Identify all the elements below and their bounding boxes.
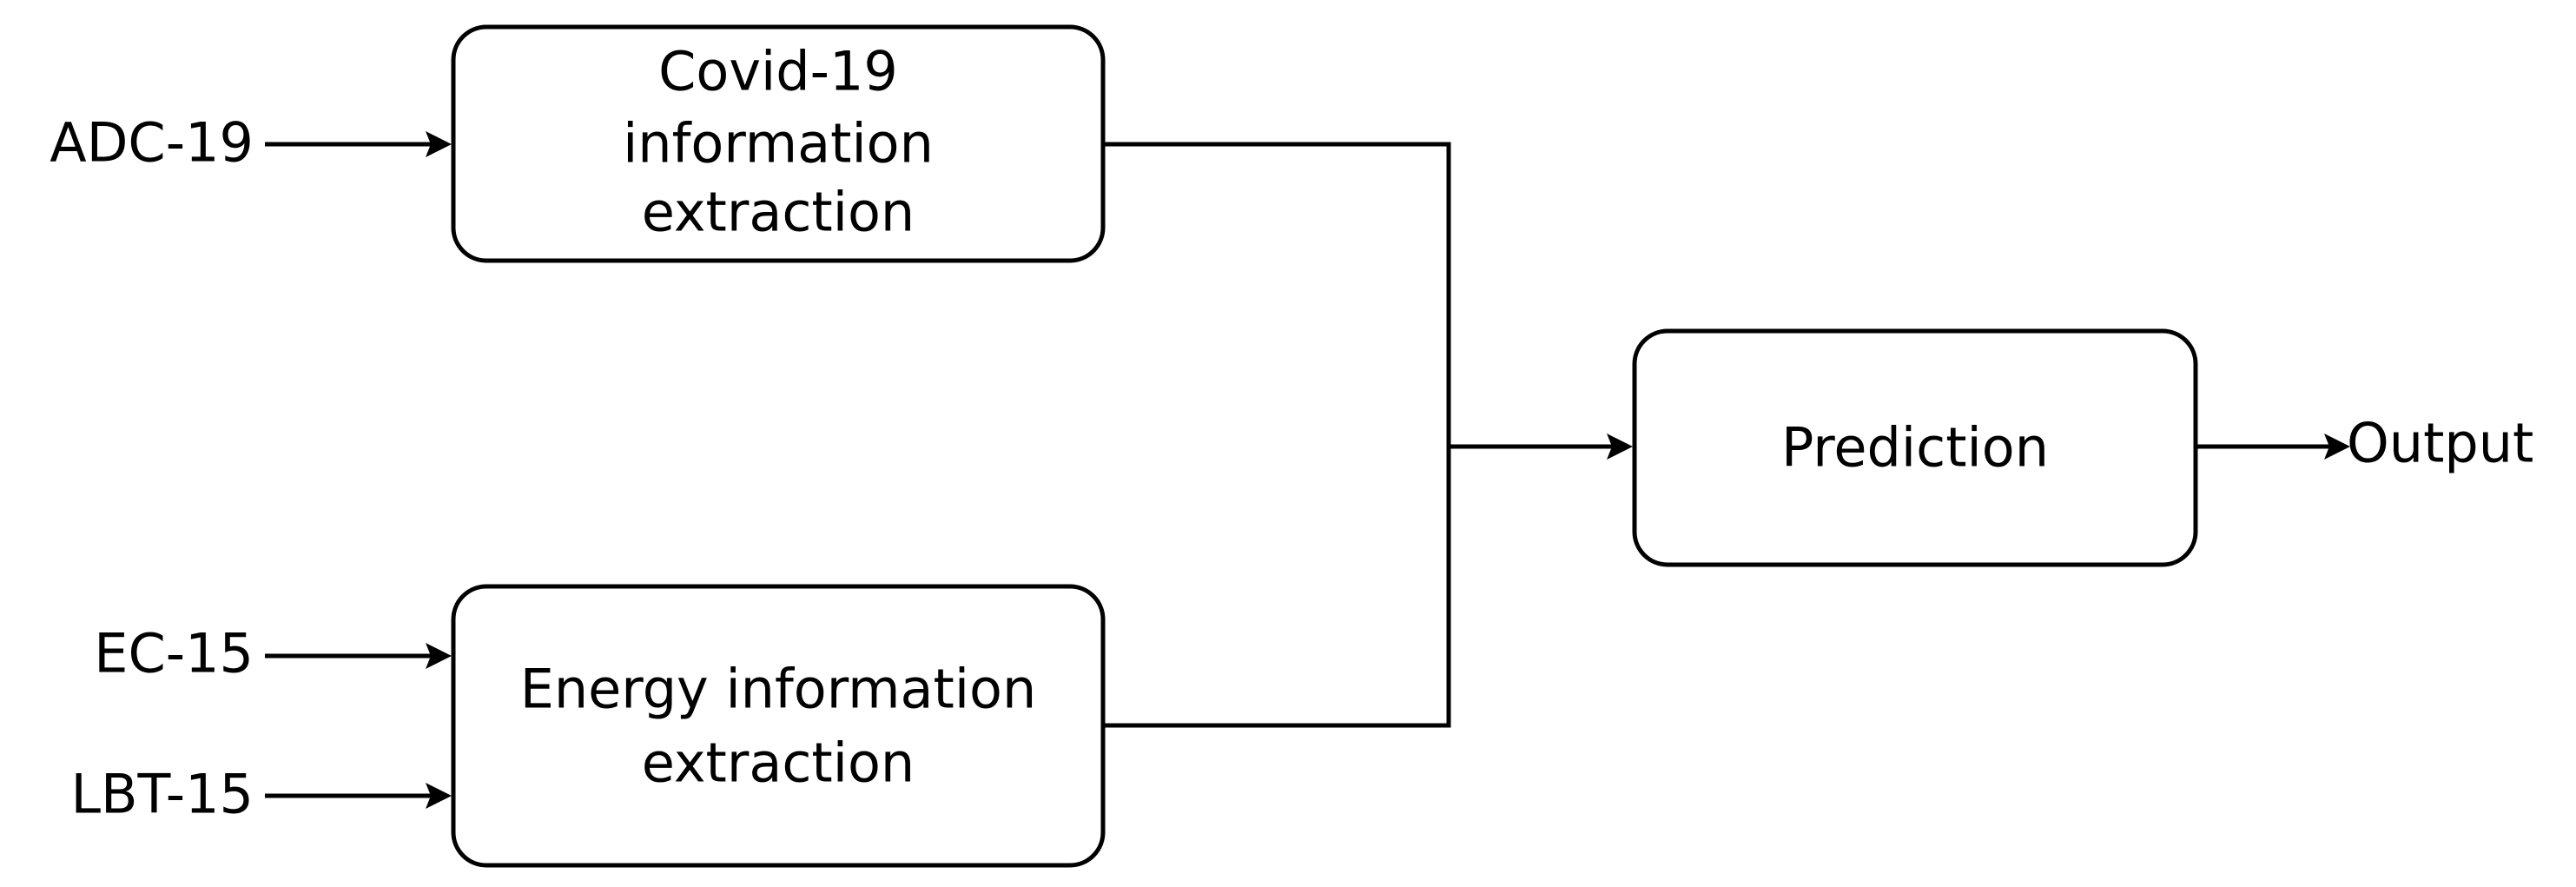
- node-covid-line3: extraction: [642, 181, 915, 244]
- arrow-adc-to-covid: [265, 131, 452, 157]
- node-covid-line2: information: [623, 112, 934, 175]
- arrow-prediction-to-output: [2196, 434, 2350, 460]
- node-prediction: Prediction: [1632, 328, 2198, 567]
- arrow-ec-to-energy: [265, 643, 452, 669]
- arrow-lbt-to-energy: [265, 783, 452, 809]
- input-label-lbt: LBT-15: [70, 763, 254, 826]
- input-label-adc: ADC-19: [50, 111, 254, 175]
- input-label-ec: EC-15: [94, 622, 254, 685]
- node-energy-line2: extraction: [642, 731, 915, 795]
- merge-connector: [1103, 142, 1633, 728]
- node-energy-extraction: Energy information extraction: [451, 584, 1106, 868]
- output-label: Output: [2347, 412, 2533, 475]
- node-covid-extraction: Covid-19 information extraction: [451, 24, 1106, 263]
- node-prediction-label: Prediction: [1781, 416, 2049, 480]
- node-energy-line1: Energy information: [520, 658, 1037, 721]
- node-covid-line1: Covid-19: [658, 40, 898, 103]
